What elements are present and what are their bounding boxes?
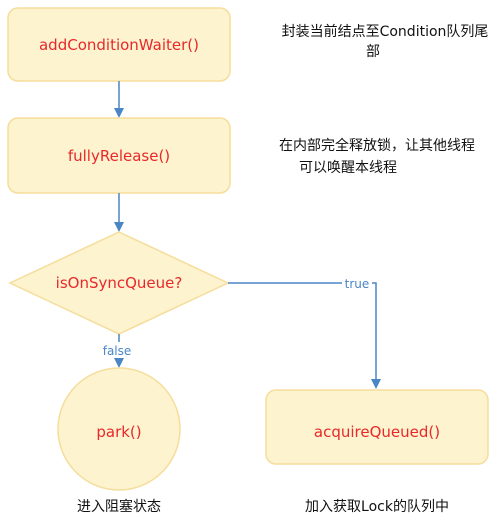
add-condition-waiter-note-line1: 封装当前结点至Condition队列尾 [282, 23, 489, 40]
acquire-queued-note: 加入获取Lock的队列中 [305, 499, 449, 515]
acquire-queued-node: acquireQueued() [265, 389, 489, 465]
false-label-background [98, 342, 134, 358]
fully-release-label: fullyRelease() [68, 147, 170, 165]
park-note: 进入阻塞状态 [77, 498, 161, 515]
arrow-check-to-acquire [228, 282, 381, 389]
park-circle [57, 367, 181, 491]
fully-release-note-line2: 可以唤醒本线程 [299, 159, 397, 176]
acquire-queued-box [265, 389, 489, 465]
park-label: park() [96, 423, 141, 441]
is-on-sync-queue-node: isOnSyncQueue? [8, 231, 230, 335]
is-on-sync-queue-label: isOnSyncQueue? [56, 274, 183, 292]
add-condition-waiter-label: addConditionWaiter() [39, 36, 199, 54]
fully-release-node: fullyRelease() [7, 117, 231, 194]
acquire-queued-label: acquireQueued() [314, 423, 440, 441]
add-condition-waiter-node: addConditionWaiter() [7, 7, 231, 82]
true-label-background [342, 275, 372, 291]
park-node: park() [57, 367, 181, 491]
true-edge-label: true [345, 277, 370, 291]
add-condition-waiter-note-line2: 部 [366, 44, 380, 60]
false-edge-label: false [103, 344, 132, 358]
fully-release-note-line1: 在内部完全释放锁，让其他线程 [279, 137, 475, 154]
